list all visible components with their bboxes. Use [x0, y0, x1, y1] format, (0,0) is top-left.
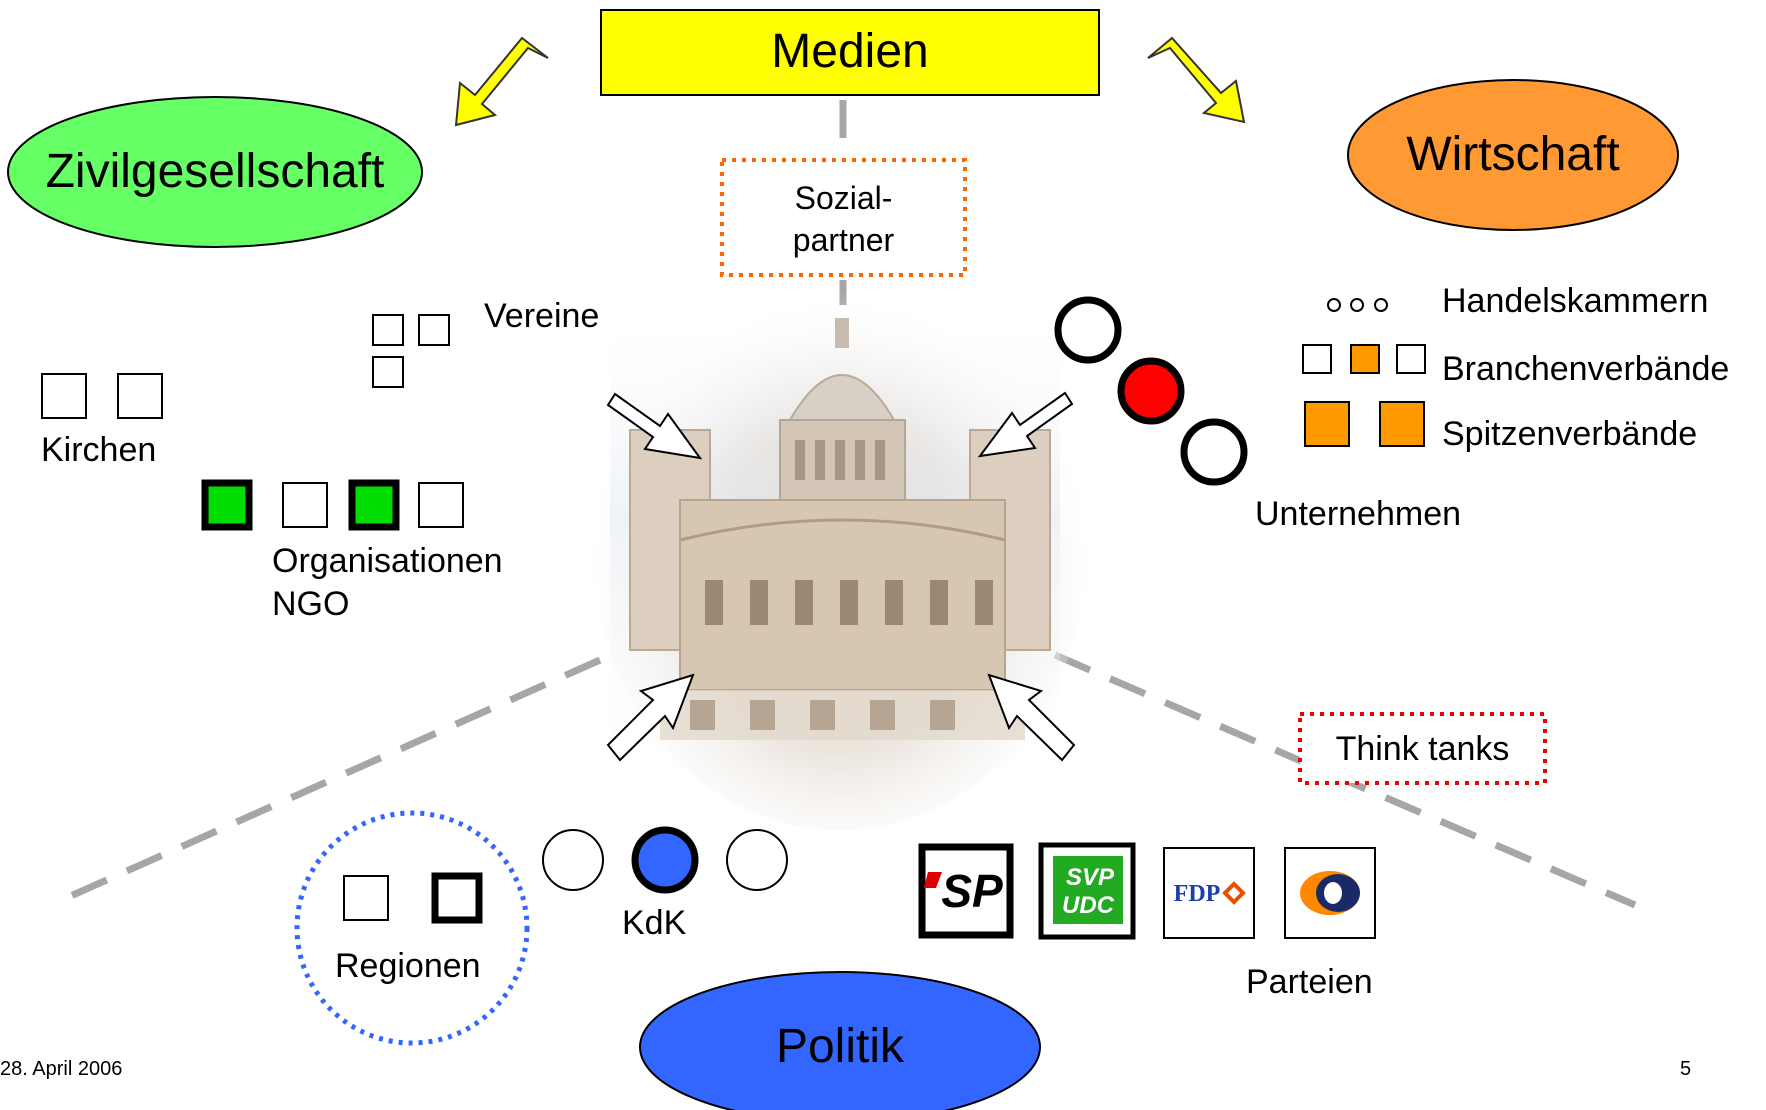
media-box [600, 9, 1100, 96]
svp-logo-text-2: UDC [1062, 892, 1115, 919]
federal-palace-image [595, 290, 1085, 830]
kdk-circles [542, 826, 788, 894]
chambers-circles [1327, 298, 1388, 312]
companies-label: Unternehmen [1255, 495, 1462, 533]
organisations-label-line-2: NGO [272, 585, 350, 623]
regions-circle [294, 810, 530, 1046]
civil-society-ellipse [7, 96, 423, 248]
politics-ellipse [639, 971, 1041, 1110]
politics-title: Politik [775, 1020, 905, 1073]
footer-date: 28. April 2006 [0, 1058, 123, 1080]
media-label: Medien [771, 25, 929, 78]
svp-logo-text-1: SVP [1066, 864, 1115, 891]
fdp-logo-text: FDP [1174, 881, 1221, 907]
churches-label: Kirchen [41, 431, 157, 469]
fdp-logo: FDP [1163, 847, 1255, 939]
hollow-arrows [606, 391, 1076, 762]
sp-logo-text: SP [941, 865, 1003, 917]
social-partners-label-line-2: partner [792, 222, 895, 258]
arrow-from-parties-icon [987, 673, 1076, 762]
arrow-from-civil-society-icon [606, 392, 703, 460]
company-circles [1054, 296, 1248, 486]
think-tanks-box [1298, 712, 1547, 785]
arrow-from-regions-icon [606, 673, 695, 762]
think-tanks-label: Think tanks [1335, 730, 1510, 768]
umbrella-associations-label: Spitzenverbände [1442, 415, 1698, 453]
regions-squares [343, 872, 483, 924]
arrow-to-civil-society-icon [454, 36, 549, 127]
churches-squares [41, 373, 163, 419]
industry-associations-label: Branchenverbände [1442, 350, 1730, 388]
media-arrows [454, 36, 1246, 127]
parties-label: Parteien [1246, 963, 1373, 1001]
party-logos: SP SVP UDC FDP [918, 842, 1376, 940]
page-number: 5 [1680, 1058, 1692, 1080]
social-partners-label-line-1: Sozial- [794, 180, 893, 216]
regions-label: Regionen [335, 947, 481, 985]
organisations-label-line-1: Organisationen [272, 542, 503, 580]
umbrella-associations-squares [1304, 401, 1425, 447]
social-partners-box [720, 158, 967, 277]
civil-society-title: Zivilgesellschaft [45, 145, 385, 198]
economy-title: Wirtschaft [1406, 128, 1620, 181]
arrow-to-economy-icon [1147, 36, 1246, 124]
industry-associations-squares [1302, 344, 1426, 374]
kdk-label: KdK [622, 904, 687, 942]
sp-logo: SP [918, 843, 1014, 939]
cvp-logo [1284, 847, 1376, 939]
economy-ellipse [1347, 79, 1679, 231]
chambers-label: Handelskammern [1442, 282, 1709, 320]
arrow-from-economy-icon [977, 391, 1074, 458]
associations-label: Vereine [484, 297, 600, 335]
svp-logo: SVP UDC [1038, 842, 1136, 940]
ngo-squares [201, 479, 464, 531]
associations-squares [372, 314, 450, 388]
left-politics-connector-line [53, 656, 602, 907]
